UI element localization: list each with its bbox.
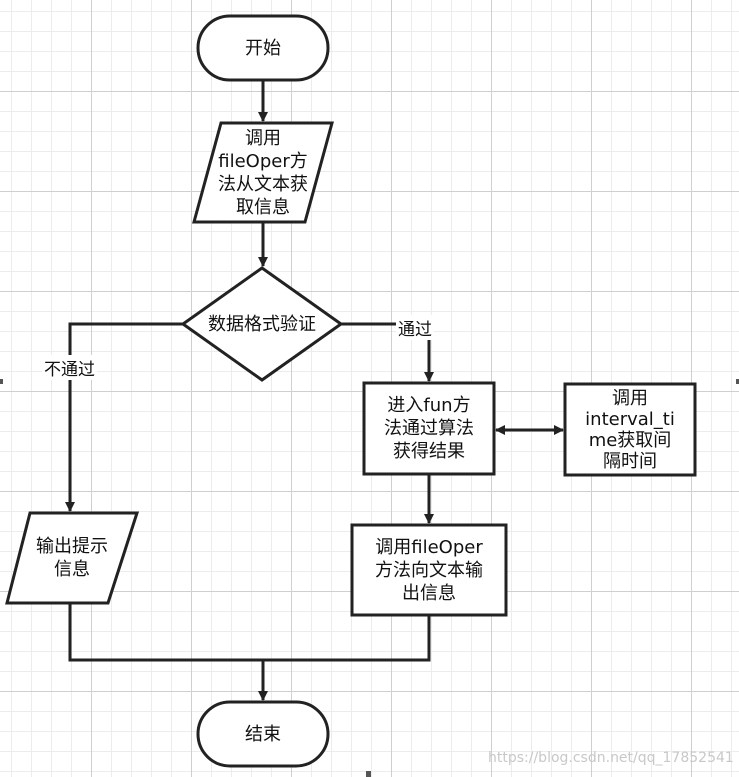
output-file-label: 调用fileOper 方法向文本输 出信息: [375, 536, 483, 604]
error-output-label: 输出提示 信息: [36, 536, 108, 580]
start-label: 开始: [245, 37, 281, 59]
resize-handle-left[interactable]: [0, 379, 3, 384]
validate-decision-diamond: [180, 266, 344, 382]
fail-edge-label: 不通过: [42, 355, 97, 380]
pass-edge-label: 通过: [396, 315, 434, 340]
end-terminator: [196, 700, 330, 768]
output-file-process-box: [350, 523, 508, 617]
edge-error-to-merge: [68, 603, 263, 662]
resize-handle-bottom[interactable]: [366, 771, 371, 777]
end-label: 结束: [245, 723, 281, 745]
edge-output-to-merge: [263, 615, 431, 662]
error-output-parallelogram: [5, 511, 140, 605]
read-input-parallelogram: [192, 121, 334, 224]
resize-handle-right[interactable]: [736, 379, 739, 384]
interval-process-box: [563, 382, 697, 477]
read-input-label: 调用 fileOper方 法从文本获 取信息: [218, 127, 308, 218]
validate-label: 数据格式验证: [208, 313, 316, 335]
compute-label: 进入fun方 法通过算法 获得结果: [384, 395, 474, 462]
watermark-text: https://blog.csdn.net/qq_17852541: [488, 750, 734, 766]
edge-validate-fail: [65, 322, 183, 512]
interval-label: 调用 interval_ti me获取间 隔时间: [585, 387, 675, 472]
